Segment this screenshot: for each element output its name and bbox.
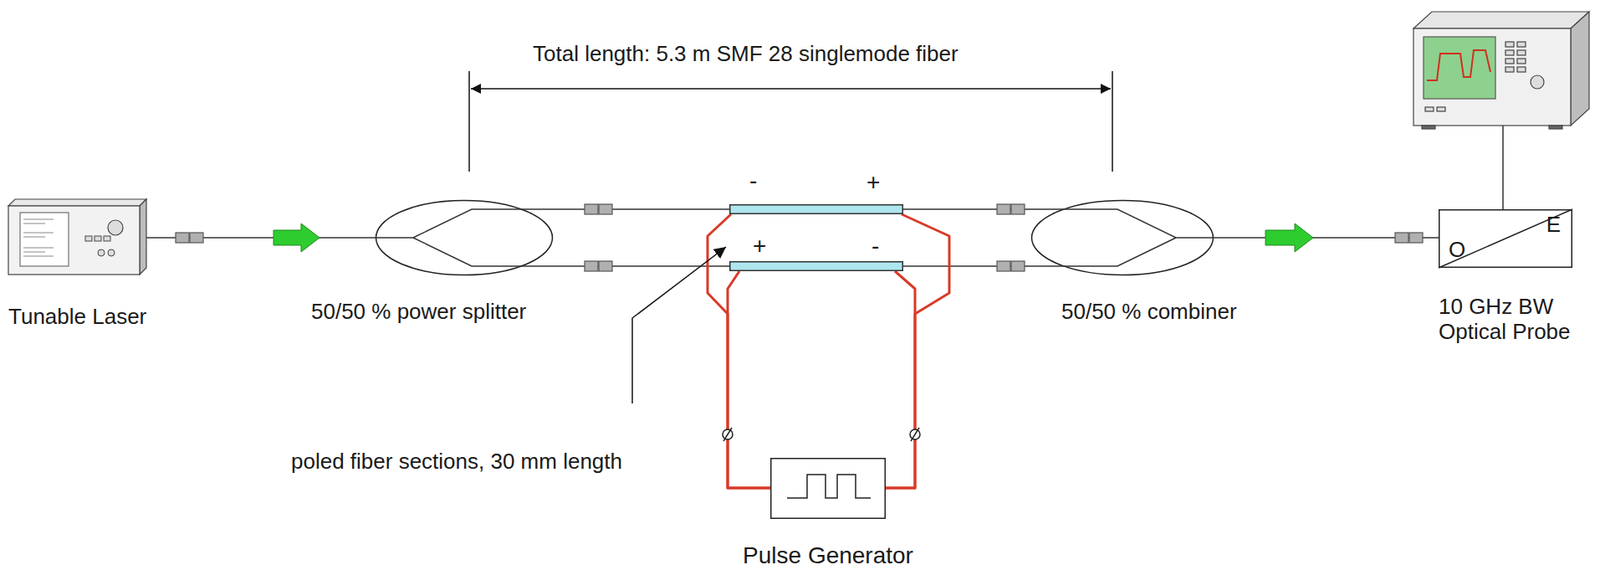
dimension-line [469, 71, 1113, 172]
power-splitter-outline [374, 199, 554, 277]
electrode-wire [885, 214, 950, 488]
probe-cable [1502, 125, 1504, 210]
polarity-sign: + [866, 168, 880, 196]
electrode-wire [727, 270, 771, 488]
power-combiner-outline [1030, 199, 1215, 277]
poled-fiber-section-outline [729, 204, 904, 215]
fiber-connector-line [1214, 223, 1439, 252]
pulse-generator: Pulse Generator [770, 457, 886, 519]
laser-instrument-outline [8, 199, 147, 275]
fiber-connector-line [146, 223, 375, 252]
electrode-wire [707, 214, 771, 488]
oscilloscope-symbol [1413, 11, 1590, 129]
component-label: 50/50 % power splitter [311, 299, 527, 325]
terminal-symbol [722, 427, 921, 441]
probe-letter: O [1448, 237, 1466, 263]
laser-instrument: Tunable Laser [8, 199, 147, 275]
probe-letter: E [1546, 212, 1561, 238]
fiber-connector-line [553, 209, 730, 210]
poled-fiber-section: +- [729, 260, 904, 271]
optical-probe: OE10 GHz BW Optical Probe [1438, 209, 1573, 268]
poled-fiber-section: -+ [729, 204, 904, 215]
power-splitter: 50/50 % power splitter [374, 199, 554, 277]
dimension-label: Total length: 5.3 m SMF 28 singlemode fi… [532, 41, 959, 67]
poled-fiber-section-outline [729, 260, 904, 271]
component-label: 50/50 % combiner [1061, 299, 1238, 325]
leader-line [632, 246, 726, 404]
fiber-connector [175, 204, 1423, 271]
polarity-sign: + [752, 232, 767, 260]
device-label: Pulse Generator [742, 541, 914, 569]
callout-label: poled fiber sections, 30 mm length [291, 449, 623, 475]
pulse-generator-outline [770, 457, 886, 519]
device-label: 10 GHz BW Optical Probe [1438, 294, 1595, 345]
polarity-sign: - [749, 167, 757, 195]
device-label: Tunable Laser [8, 304, 147, 330]
polarity-sign: - [871, 232, 880, 260]
electrode-wire [885, 270, 916, 488]
fiber-connector-line [553, 265, 730, 267]
power-combiner: 50/50 % combiner [1030, 199, 1215, 277]
